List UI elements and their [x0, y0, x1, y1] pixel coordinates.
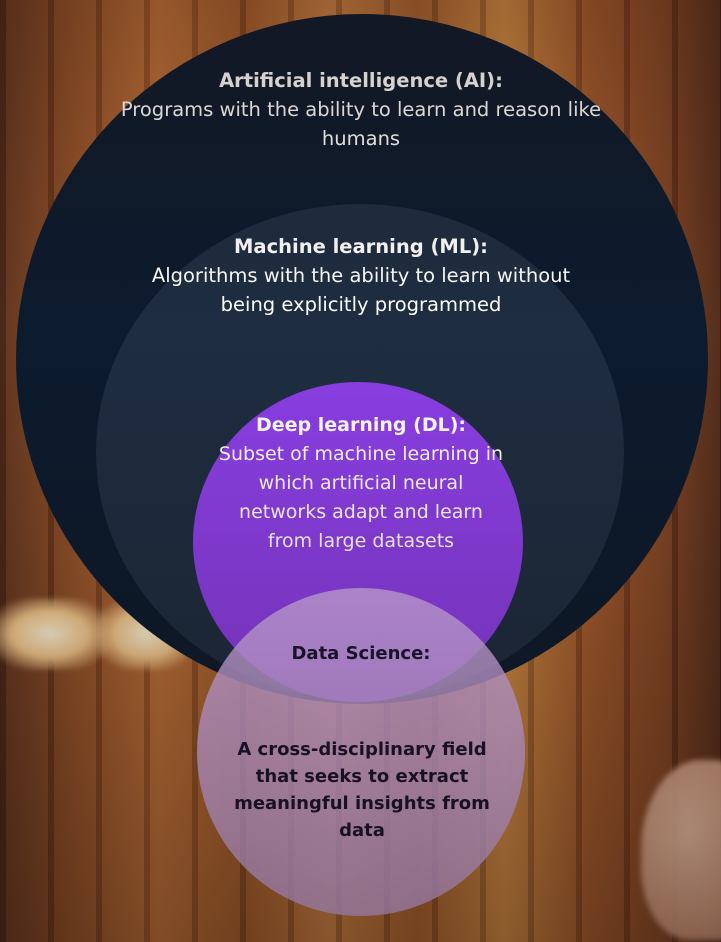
data-science-title: Data Science:: [291, 643, 431, 664]
data-science-description: A cross-disciplinary field that seeks to…: [234, 739, 490, 841]
background-lamp-light: [0, 598, 110, 670]
ml-circle: [96, 204, 624, 700]
dl-title: Deep learning (DL):: [256, 414, 466, 436]
dl-circle: [193, 382, 523, 702]
data-science-circle: [197, 588, 525, 916]
ai-circle: [16, 14, 708, 704]
ai-description: Programs with the ability to learn and r…: [120, 98, 602, 150]
ml-description: Algorithms with the ability to learn wit…: [151, 264, 571, 316]
presenter-hand: [641, 760, 721, 940]
ml-title: Machine learning (ML):: [234, 235, 488, 258]
background-lamp-light: [96, 598, 196, 670]
dl-label: Deep learning (DL): Subset of machine le…: [216, 411, 506, 556]
dl-description: Subset of machine learning in which arti…: [218, 443, 504, 552]
ml-label: Machine learning (ML): Algorithms with t…: [140, 232, 582, 319]
ai-title: Artificial intelligence (AI):: [219, 69, 503, 92]
ai-label: Artificial intelligence (AI): Programs w…: [120, 66, 602, 153]
